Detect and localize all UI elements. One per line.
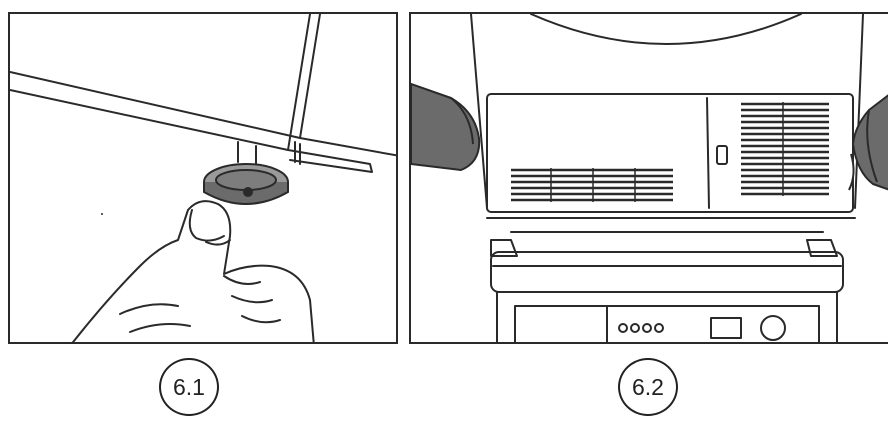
foot-screw-stem [238,142,256,164]
appliance-bottom-edge-lower [10,90,288,150]
panel-handle [717,146,727,164]
figure-6-1-illustration [10,14,398,344]
figure-label-text: 6.2 [632,374,664,401]
vent-grille-left [511,170,673,200]
figure-label-6-2: 6.2 [618,358,678,416]
figure-6-1-panel [8,12,398,344]
appliance-side-edge [300,14,320,138]
figure-label-text: 6.1 [173,374,205,401]
rail-top [300,138,398,156]
figure-6-2-illustration [411,14,888,344]
adjustable-foot-nut [204,164,288,204]
control-button [655,324,663,332]
washer-worktop [491,252,843,292]
left-gloved-hand [411,84,479,170]
right-bracket [807,240,837,256]
control-display [711,318,741,338]
vent-grille-left-dividers [551,168,635,202]
washer-control-panel [515,306,819,344]
figure-label-6-1: 6.1 [159,358,219,416]
dryer-body-left [471,14,487,208]
control-button [619,324,627,332]
panel-divider [707,98,709,208]
appliance-side-edge-inner [288,14,310,150]
figure-6-2-panel [409,12,888,344]
appliance-bottom-edge [10,72,300,138]
dryer-body-right [855,14,863,208]
vent-grille-right [741,104,829,194]
dryer-door-arc [531,14,801,44]
control-button [631,324,639,332]
hand-drawing [70,201,314,344]
right-gloved-hand [849,94,888,190]
control-button [643,324,651,332]
control-knob [761,316,785,340]
